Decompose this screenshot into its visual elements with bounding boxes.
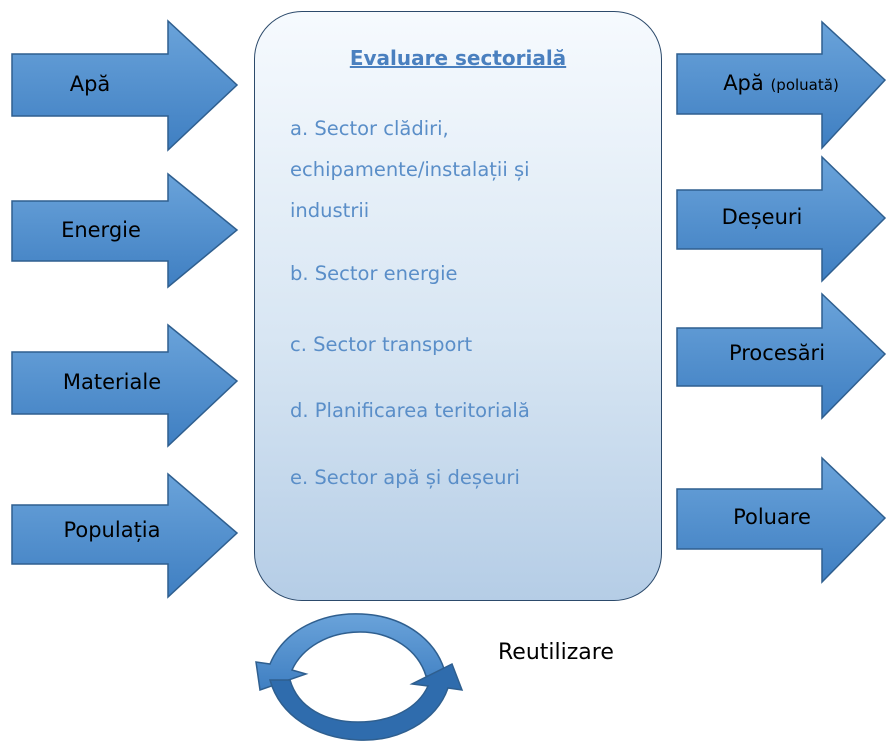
- output-label-poluare: Poluare: [733, 505, 811, 529]
- sector-item-c: c. Sector transport: [290, 333, 473, 356]
- input-label-apa: Apă: [69, 72, 111, 96]
- input-arrow-energie: [11, 172, 239, 289]
- output-arrow-procesari: [676, 292, 887, 420]
- sector-evaluation-box: [254, 11, 662, 601]
- reuse-label: Reutilizare: [498, 640, 614, 665]
- input-label-populatia: Populația: [63, 518, 161, 542]
- reuse-arrow-bottom: [269, 662, 464, 741]
- output-arrow-poluare: [676, 456, 887, 584]
- output-label-procesari: Procesări: [728, 341, 826, 365]
- input-label-materiale: Materiale: [62, 370, 162, 394]
- reuse-cycle-icon: [255, 613, 464, 741]
- output-label-deseuri: Deșeuri: [721, 205, 803, 229]
- sector-item-d: d. Planificarea teritorială: [290, 399, 530, 422]
- output-arrow-apa: [676, 20, 887, 150]
- input-arrow-materiale: [11, 323, 239, 448]
- input-arrow-populatia: [11, 472, 239, 599]
- output-label-apa-main: Apă: [723, 71, 764, 95]
- input-label-energie: Energie: [61, 218, 141, 242]
- output-arrow-deseuri: [676, 155, 887, 283]
- output-label-apa: Apă (poluată): [681, 73, 881, 94]
- output-label-apa-note: (poluată): [770, 76, 839, 94]
- center-title: Evaluare sectorială: [349, 46, 567, 70]
- sector-item-e: e. Sector apă și deșeuri: [290, 466, 520, 489]
- sector-item-a: a. Sector clădiri, echipamente/instalați…: [290, 117, 530, 222]
- reuse-arrow-top: [255, 613, 447, 692]
- sector-item-b: b. Sector energie: [290, 262, 458, 285]
- input-arrow-apa: [11, 19, 239, 152]
